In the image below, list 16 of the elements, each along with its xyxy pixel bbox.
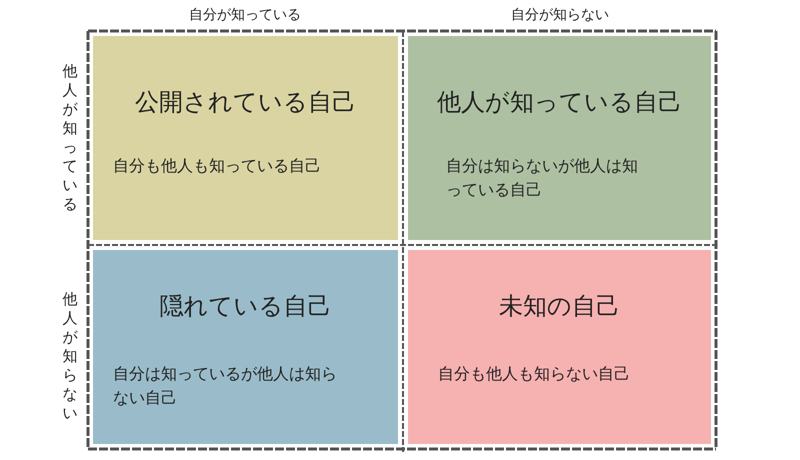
quadrant-title: 他人が知っている自己 bbox=[436, 87, 683, 118]
quadrant-title: 公開されている自己 bbox=[134, 87, 357, 118]
quadrant-description: 自分は知っているが他人は知らない自己 bbox=[113, 363, 338, 409]
quadrant-description: 自分も他人も知らない自己 bbox=[438, 363, 631, 385]
quadrant-box bbox=[408, 36, 711, 240]
quadrant-title: 隠れている自己 bbox=[158, 291, 332, 322]
quadrant-box bbox=[93, 36, 398, 240]
quadrant-box bbox=[408, 250, 711, 444]
quadrant-title: 未知の自己 bbox=[498, 291, 621, 322]
column-header: 自分が知らない bbox=[511, 6, 609, 24]
column-header: 自分が知っている bbox=[189, 6, 301, 24]
quadrant-description: 自分も他人も知っている自己 bbox=[113, 155, 322, 177]
row-header: 他人が知らない bbox=[62, 290, 78, 423]
quadrant-description: 自分は知らないが他人は知っている自己 bbox=[446, 155, 639, 201]
row-header: 他人が知っている bbox=[62, 62, 78, 214]
quadrant-box bbox=[93, 250, 398, 444]
